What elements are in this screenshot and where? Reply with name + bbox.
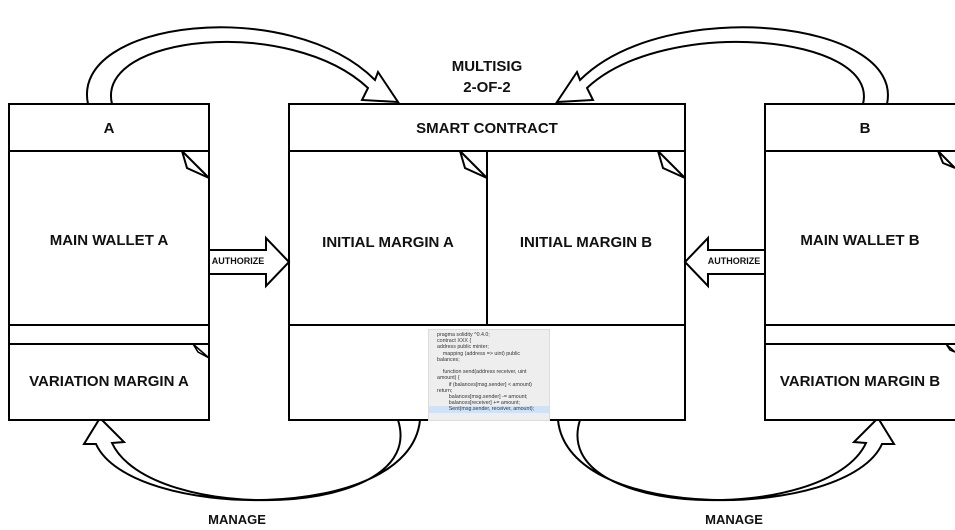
party-b-box [764,103,955,421]
code-line: balances[receiver] += amount; [437,400,521,407]
manage-left-label: MANAGE [208,512,266,527]
initial-margin-a-label: INITIAL MARGIN A [322,234,454,251]
multisig-title-line1: MULTISIG [451,58,523,75]
variation-margin-a-label: VARIATION MARGIN A [29,373,189,390]
code-line: Sent(msg.sender, receiver, amount); [429,406,549,413]
smart-contract-box [288,103,686,421]
curved-arrow-top-right [555,26,889,105]
main-wallet-b-label: MAIN WALLET B [800,232,920,249]
code-line: pragma solidity ^0.4.0; [437,332,490,338]
code-lines: pragma solidity ^0.4.0;contract XXX {add… [429,330,549,413]
smart-contract-header: SMART CONTRACT [416,120,558,137]
party-a-box [8,103,210,421]
code-line: contract XXX { [437,338,472,345]
authorize-arrow-right [683,235,766,289]
code-line: amount) { [437,375,460,382]
authorize-right-label: AUTHORIZE [707,256,761,266]
code-line: address public minter; [437,344,489,351]
multisig-title-line2: 2-OF-2 [463,79,511,96]
party-b-header: B [859,120,871,137]
authorize-arrow-left [208,235,291,289]
variation-margin-b-label: VARIATION MARGIN B [779,373,941,390]
authorize-left-label: AUTHORIZE [211,256,265,266]
main-wallet-a-label: MAIN WALLET A [49,232,169,249]
curved-arrow-top-left [86,26,400,105]
curved-arrow-bottom-left [82,416,422,502]
code-line: function send(address receiver, uint [437,369,527,376]
code-line: if (balances[msg.sender] < amount) [437,381,532,388]
code-line: balances; [437,356,460,363]
manage-right-label: MANAGE [705,512,763,527]
contract-code-snippet: pragma solidity ^0.4.0;contract XXX {add… [428,329,550,421]
code-line: balances[msg.sender] -= amount; [437,394,528,401]
curved-arrow-bottom-right [556,416,896,502]
initial-margin-b-label: INITIAL MARGIN B [519,234,653,251]
party-a-header: A [103,120,115,137]
code-line: return; [437,387,453,394]
code-line: mapping (address => uint) public [437,350,521,357]
